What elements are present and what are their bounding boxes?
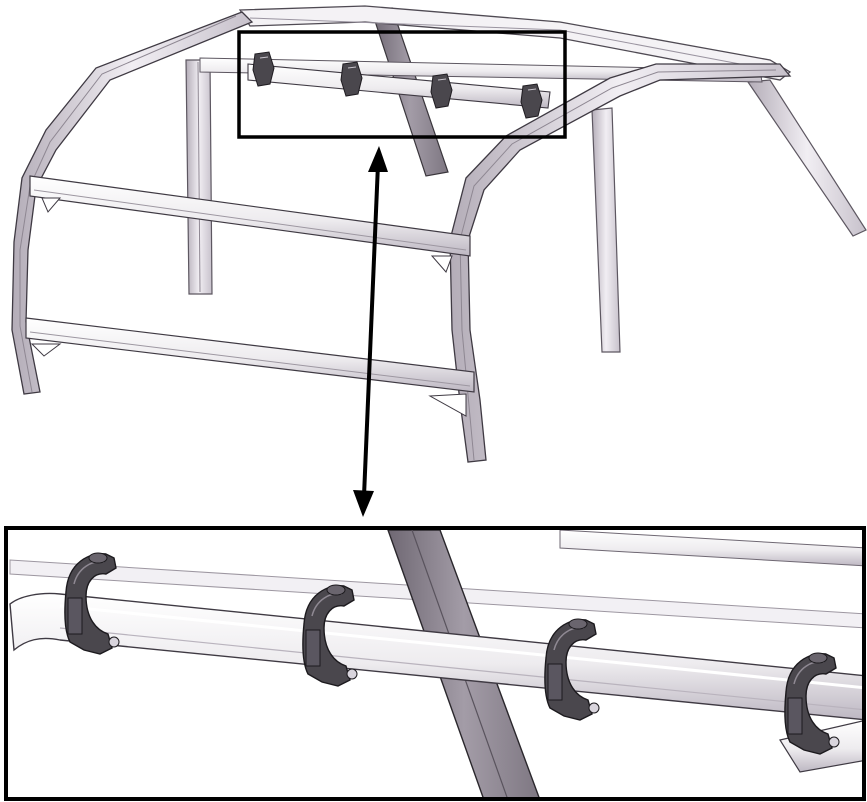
front-upper-crossbar xyxy=(29,175,471,273)
rear-right-post xyxy=(591,107,621,353)
overview-clamp xyxy=(252,51,275,87)
overview-view xyxy=(11,5,867,463)
detail-tube xyxy=(9,592,863,721)
detail-clamp xyxy=(784,652,840,755)
overview-clamp xyxy=(430,73,453,109)
rear-far-right-post xyxy=(746,79,867,237)
right-hoop xyxy=(449,63,792,463)
detail-clamp xyxy=(64,552,120,655)
detail-clamp xyxy=(544,618,600,721)
detail-clamp xyxy=(302,584,358,687)
detail-view xyxy=(4,526,866,801)
overview-clamp xyxy=(520,83,543,119)
detail-frame xyxy=(4,526,866,801)
highlight-box xyxy=(237,30,567,139)
overview-clamp xyxy=(340,61,363,97)
rear-left-post xyxy=(185,59,213,295)
front-lower-crossbar xyxy=(25,317,475,417)
callout-double-arrow xyxy=(353,146,388,517)
